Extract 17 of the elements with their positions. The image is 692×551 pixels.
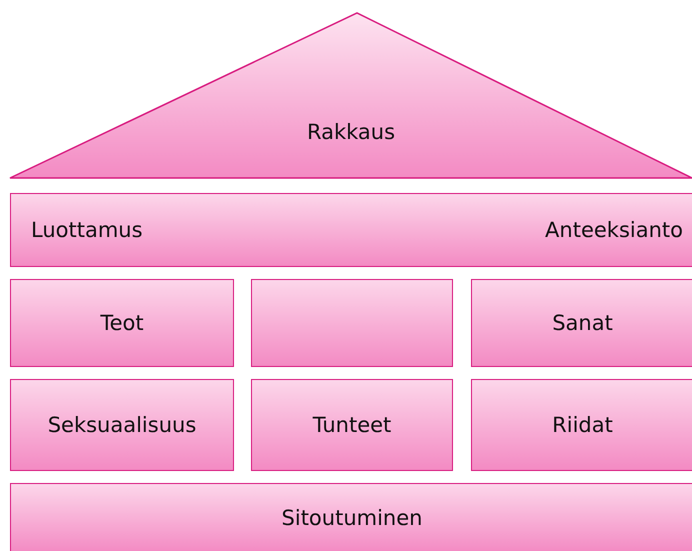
- pillar-label: Tunteet: [312, 413, 392, 437]
- pillar-band: [10, 193, 692, 267]
- pillar-box: [471, 279, 692, 367]
- pillar-label: Anteeksianto: [545, 218, 683, 242]
- pillar-box: [10, 379, 234, 471]
- pillar-label: Rakkaus: [306, 120, 396, 144]
- pillar-label: Teot: [100, 311, 144, 335]
- pillar-label: Luottamus: [31, 218, 143, 242]
- pillar-label: Sitoutuminen: [282, 506, 422, 530]
- pillar-label: Sanat: [552, 311, 613, 335]
- empty-pillar-box: [251, 279, 453, 367]
- pillar-label: Seksuaalisuus: [48, 413, 196, 437]
- pillar-label: Riidat: [552, 413, 613, 437]
- pillar-box: [251, 379, 453, 471]
- pillar-box: [10, 279, 234, 367]
- pillar-box: [471, 379, 692, 471]
- pillar-box: [10, 483, 692, 551]
